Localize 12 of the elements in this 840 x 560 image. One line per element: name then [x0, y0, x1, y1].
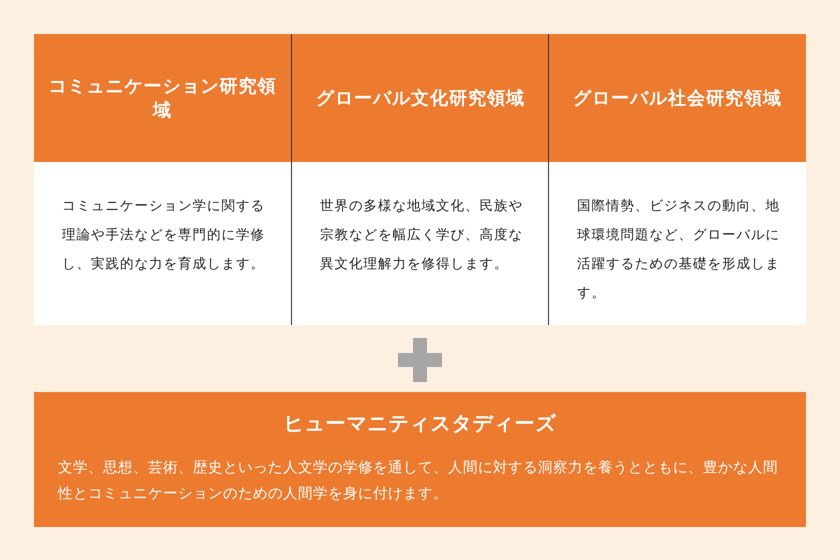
- column-card: [292, 34, 549, 325]
- summary-heading: ヒューマニティスタディーズ: [282, 410, 558, 437]
- summary-panel: [34, 392, 806, 527]
- column-description: 国際情勢、ビジネスの動向、地球環境問題など、グローバルに活躍するための基礎を形成します。: [576, 197, 781, 303]
- column-description: 世界の多様な地域文化、民族や宗教などを幅広く学び、高度な異文化理解力を修得します。: [319, 197, 524, 274]
- column-card: [549, 34, 806, 325]
- column-card: [34, 34, 291, 325]
- column-heading: コミュニケーション研究領域: [34, 34, 291, 162]
- summary-description: 文学、思想、芸術、歴史といった人文学の学修を通して、人間に対する洞察力を養うとともに、豊かな人間性とコミュニケーションのための人間学を身に付けます。: [58, 458, 779, 504]
- column-heading: グローバル文化研究領域: [292, 34, 549, 162]
- column-heading: グローバル社会研究領域: [549, 34, 806, 162]
- column-description: コミュニケーション学に関する理論や手法などを専門的に学修し、実践的な力を育成します。: [61, 197, 266, 274]
